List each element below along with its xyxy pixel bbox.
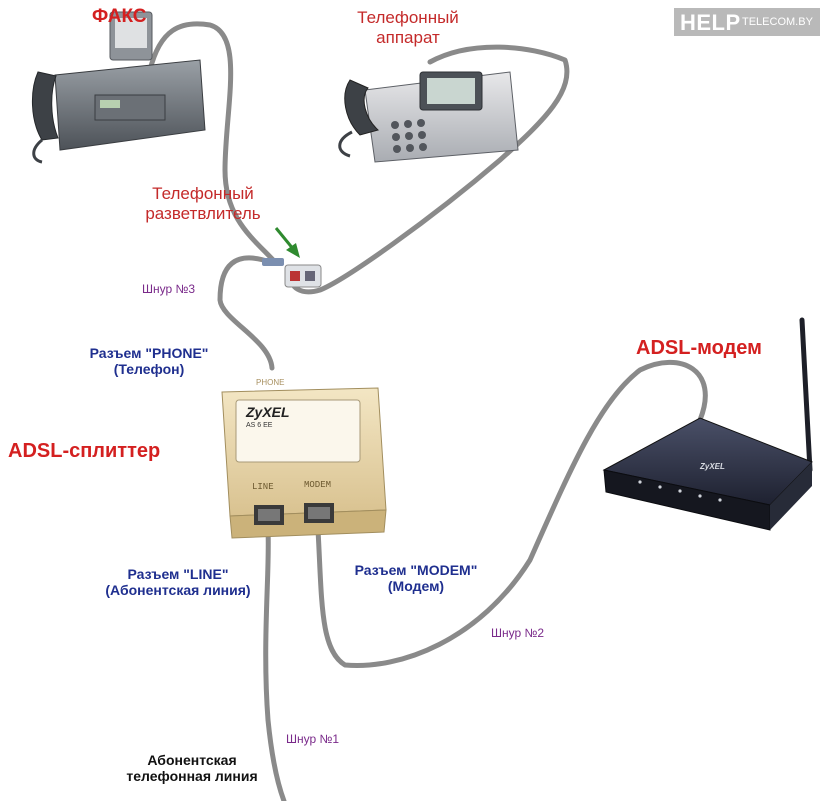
modem-connector-label-line2: (Модем) — [387, 578, 445, 595]
phone-splitter-label: Телефонный разветвлитель — [126, 184, 280, 223]
watermark-logo: HELP TELECOM.BY — [674, 8, 820, 36]
line-connector-label-line1: Разъем "LINE" — [127, 566, 229, 582]
cord2-cable — [315, 359, 708, 669]
desk-phone-icon — [338, 71, 519, 163]
fax-cable — [147, 21, 278, 265]
modem-connector-label-line1: Разъем "MODEM" — [354, 562, 478, 578]
adsl-splitter-icon — [221, 387, 387, 539]
desk-phone-label-line1: Телефонный — [357, 8, 459, 27]
adsl-splitter-label: ADSL-сплиттер — [8, 440, 161, 462]
phone-splitter-label-line2: разветвлитель — [145, 203, 261, 223]
splitter-model: AS 6 EE — [246, 422, 273, 429]
phone-connector-label-line1: Разъем "PHONE" — [89, 345, 209, 361]
splitter-port-line: LINE — [252, 482, 274, 492]
desk-phone-label: Телефонный аппарат — [338, 8, 478, 47]
subscriber-line-label-line2: телефонная линия — [126, 768, 258, 785]
cord3-label: Шнур №3 — [142, 282, 196, 296]
line-connector-label-line2: (Абонентская линия) — [105, 582, 251, 599]
splitter-port-modem: MODEM — [304, 480, 332, 490]
phone-connector-label: Разъем "PHONE" (Телефон) — [74, 345, 224, 377]
line-connector-label: Разъем "LINE" (Абонентская линия) — [92, 566, 264, 598]
watermark-brand: HELP — [680, 10, 741, 35]
modem-connector-label: Разъем "MODEM" (Модем) — [342, 562, 490, 594]
pointer-arrow-icon — [274, 227, 300, 258]
splitter-brand: ZyXEL — [246, 404, 290, 420]
cord1-label: Шнур №1 — [286, 732, 340, 746]
splitter-port-phone: PHONE — [256, 378, 285, 387]
fax-icon — [31, 11, 206, 164]
cord1-cable — [263, 527, 287, 801]
cord2-label: Шнур №2 — [491, 626, 545, 640]
modem-brand: ZyXEL — [700, 462, 725, 471]
desk-phone-label-line2: аппарат — [376, 27, 440, 47]
adsl-modem-icon — [602, 317, 813, 531]
subscriber-line-label-line1: Абонентская — [147, 752, 237, 768]
cord3-cable — [217, 255, 275, 371]
adsl-modem-label: ADSL-модем — [636, 337, 762, 359]
fax-label: ФАКС — [92, 6, 147, 27]
phone-cable — [289, 44, 570, 295]
subscriber-line-label: Абонентская телефонная линия — [112, 752, 272, 784]
watermark-domain: TELECOM.BY — [742, 16, 813, 28]
phone-splitter-label-line1: Телефонный — [152, 184, 254, 203]
phone-connector-label-line2: (Телефон) — [113, 361, 185, 378]
phone-splitter-icon — [262, 258, 322, 288]
